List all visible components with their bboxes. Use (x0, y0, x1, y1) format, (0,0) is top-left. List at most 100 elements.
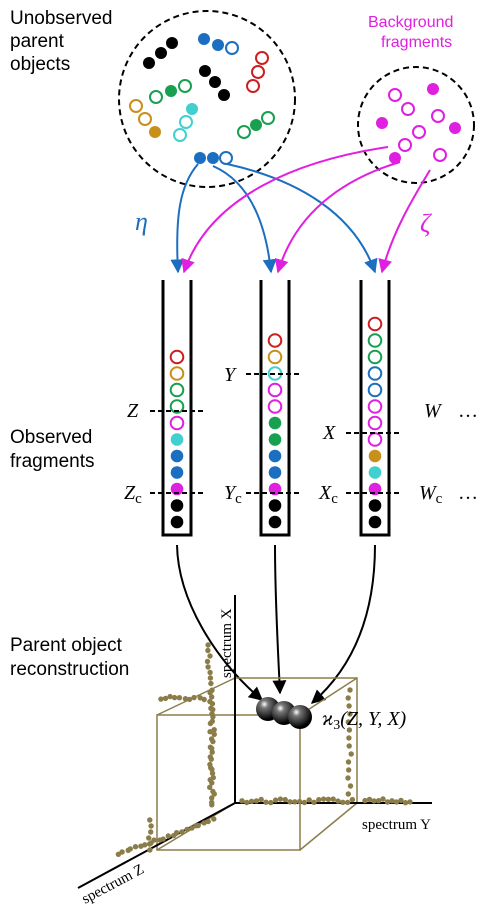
projection-dot (282, 796, 288, 803)
projection-dot (207, 720, 214, 727)
projection-dot (375, 798, 382, 804)
parent-black-chain-1 (143, 37, 178, 69)
projection-dot (345, 759, 352, 765)
projection-dot (263, 799, 269, 805)
projection-dot (146, 841, 153, 847)
projection-dot (346, 727, 353, 733)
cut-label-Wc: Wc (419, 482, 443, 507)
reconstruction-label-line1: Parent object (10, 635, 123, 656)
projection-dot (393, 799, 400, 805)
projection-dot (205, 818, 211, 825)
projection-dot (207, 784, 213, 790)
projection-dot (347, 783, 354, 789)
projection-dot (211, 816, 217, 822)
cut-label-Z: Z (127, 400, 139, 422)
cut-label-Zc: Zc (124, 482, 142, 507)
parent-green-chain-1 (149, 79, 192, 104)
tube-fragment-dot (267, 382, 283, 398)
cut-label-Y: Y (224, 364, 237, 386)
tube-fragment-dot (368, 499, 382, 512)
projection-dot (207, 729, 213, 735)
tube-fragment-dot (268, 449, 282, 463)
projection-dot (167, 693, 173, 700)
tube-fragment-dot (367, 415, 383, 431)
projection-dot (209, 780, 215, 786)
projection-dot (346, 703, 352, 709)
projection-dot (325, 796, 332, 802)
tube-fragment-dot (169, 415, 185, 431)
projection-dot (277, 796, 284, 802)
projection-dot (162, 695, 169, 702)
projection-dot (205, 642, 211, 648)
projection-dot (209, 749, 215, 755)
projection-dot (258, 796, 264, 803)
projection-dot (205, 647, 211, 654)
projection-dot (171, 694, 178, 701)
projection-dot (209, 770, 216, 776)
projection-dot (345, 719, 351, 725)
projection-dot (371, 798, 377, 804)
projection-dot (165, 833, 171, 839)
parents-label-line1: Unobserved (10, 8, 112, 29)
projection-dot (211, 791, 217, 797)
projection-dot (345, 775, 351, 781)
cut-label-W-ellipsis: … (458, 400, 478, 422)
projection-dot (195, 822, 201, 829)
tube-fragment-dot (367, 333, 383, 348)
projection-dot (389, 798, 395, 804)
projection-dot (209, 802, 215, 808)
projection-dot (158, 696, 164, 702)
projection-dot (191, 694, 197, 701)
reconstructed-object-spheres (256, 697, 312, 729)
projection-dot (366, 796, 373, 803)
tube-fragment-dot (169, 366, 185, 381)
projection-dot (207, 675, 214, 681)
projection-dot (248, 798, 255, 804)
projection-dot (201, 696, 207, 703)
tube-fragment-dot (367, 366, 383, 381)
tube-fragment-dot (267, 399, 283, 414)
projection-dot (148, 823, 154, 829)
tube-fragment-dot (268, 416, 282, 430)
cut-lines (150, 373, 402, 494)
projection-dot (272, 797, 279, 803)
tube-fragment-dot (267, 349, 283, 365)
tube-fragment-dot (267, 333, 283, 348)
projection-dot (211, 731, 217, 738)
observed-label-line1: Observed (10, 427, 92, 448)
projection-dot (151, 837, 157, 843)
parent-objects-boundary (118, 10, 296, 188)
projection-dot (347, 711, 353, 717)
projection-dot (204, 658, 211, 665)
observed-label-line2: fragments (10, 451, 94, 472)
projection-dot (398, 797, 404, 804)
projection-dot (209, 701, 216, 707)
reconstruction-arrows (176, 544, 376, 704)
parent-objects-group (118, 10, 296, 188)
axis-x-label: spectrum X (219, 608, 235, 678)
projection-dot (160, 836, 166, 842)
projection-dot (148, 829, 154, 835)
projection-dot (209, 795, 215, 801)
projection-dot (184, 826, 190, 833)
projection-dot (346, 735, 352, 741)
tube-middle (259, 280, 291, 537)
tube-fragment-dot (268, 466, 282, 479)
projection-dot (296, 798, 303, 805)
projection-dot (301, 799, 308, 806)
axis-y-label: spectrum Y (362, 817, 431, 833)
background-boundary (357, 66, 475, 184)
tube-fragment-dot (169, 382, 185, 398)
projection-dot (320, 796, 327, 802)
projection-dot (340, 799, 346, 805)
projection-dot (346, 743, 352, 749)
projection-dot (207, 669, 213, 676)
projection-dot (244, 799, 250, 806)
projection-dot (210, 714, 216, 720)
projection-dot (407, 799, 413, 805)
projection-dot (179, 829, 185, 835)
tube-fragment-dot (170, 449, 184, 463)
projection-dot (330, 796, 336, 802)
tube-left (161, 280, 193, 537)
projection-dot (201, 820, 207, 826)
